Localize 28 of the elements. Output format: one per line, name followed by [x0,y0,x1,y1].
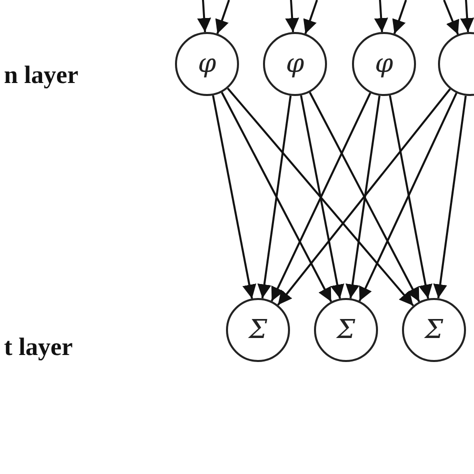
arrow [257,96,292,298]
arrow [374,0,388,32]
arrow [308,92,420,302]
arrow [197,0,212,32]
node-symbol: φ [198,49,216,79]
arrow [303,0,318,34]
arrow [443,0,460,35]
arrow [285,0,300,32]
arrow [460,0,474,32]
arrow [433,96,467,298]
node-symbol: φ [286,49,304,79]
arrow [346,96,380,298]
arrow [277,88,451,306]
arrow [270,92,372,302]
node-symbol: φ [374,49,394,79]
arrow [300,95,344,299]
layer-label: n layer [4,62,78,90]
arrow [392,0,407,34]
layer-label: t layer [4,334,73,362]
arrow [212,95,256,299]
node-symbol: Σ [248,315,268,345]
arrow [388,95,432,299]
arrow [215,0,230,34]
node-symbol: Σ [424,315,444,345]
arrow [220,92,332,302]
arrow [227,88,414,306]
arrow [358,92,458,302]
node-symbol: Σ [336,315,356,345]
